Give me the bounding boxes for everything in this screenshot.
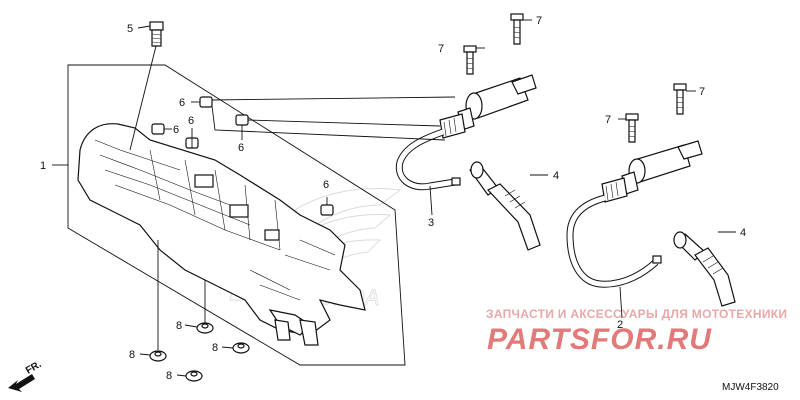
plug-cap-right: [673, 231, 736, 307]
callout-3: 3: [428, 217, 434, 229]
callout-4a: 4: [553, 170, 559, 182]
callout-8c: 8: [212, 342, 218, 354]
callouts: 1 5 6 6 6 6 6 7 7 7 7 3 4 4 2 8 8 8 8: [40, 15, 746, 382]
direction-label: FR.: [24, 359, 44, 377]
callout-6c: 6: [188, 115, 194, 127]
ignition-coil-bracket: [77, 123, 366, 346]
grommet-6e: [320, 204, 334, 216]
grommet-6b: [151, 123, 165, 135]
lead-wire-2: [566, 194, 662, 288]
lead-wire-3: [395, 128, 461, 191]
nut-8c: [232, 342, 250, 354]
callout-5: 5: [127, 23, 133, 35]
nut-8d: [185, 370, 203, 382]
callout-4b: 4: [740, 227, 746, 239]
callout-2: 2: [617, 319, 623, 331]
bolt-5: [149, 21, 164, 47]
watermark-brand: PARTSFOR.RU: [487, 323, 712, 356]
callout-8d: 8: [166, 370, 172, 382]
ignition-coil-left: [439, 74, 537, 139]
grommet-6d: [235, 114, 249, 126]
nut-8a: [196, 322, 214, 334]
callout-8b: 8: [129, 349, 135, 361]
bolt-7b: [510, 13, 524, 45]
callout-1: 1: [40, 160, 46, 172]
callout-8a: 8: [176, 320, 182, 332]
grommet-6a: [199, 96, 213, 108]
partsfor-watermark: ЗАПЧАСТИ И АКСЕССУАРЫ ДЛЯ МОТОТЕХНИКИ PA…: [486, 307, 787, 356]
callout-7d: 7: [699, 86, 705, 98]
callout-6a: 6: [179, 97, 185, 109]
leader-lines: [52, 19, 736, 377]
callout-7c: 7: [605, 114, 611, 126]
front-direction-indicator: FR.: [8, 359, 44, 392]
watermark-caption: ЗАПЧАСТИ И АКСЕССУАРЫ ДЛЯ МОТОТЕХНИКИ: [486, 307, 787, 321]
front-arrow-icon: [8, 374, 35, 392]
callout-6d: 6: [238, 142, 244, 154]
ignition-coil-right: [601, 140, 703, 203]
nut-8b: [149, 350, 167, 362]
callout-7a: 7: [438, 43, 444, 55]
plug-cap-left: [469, 161, 541, 251]
bolt-7a: [463, 45, 477, 75]
callout-6b: 6: [173, 124, 179, 136]
bolt-7c: [625, 113, 639, 143]
callout-7b: 7: [536, 15, 542, 27]
assembly-frame: [67, 64, 406, 366]
callout-6e: 6: [323, 179, 329, 191]
bolt-7d: [673, 83, 687, 115]
diagram-code: MJW4F3820: [722, 382, 779, 393]
